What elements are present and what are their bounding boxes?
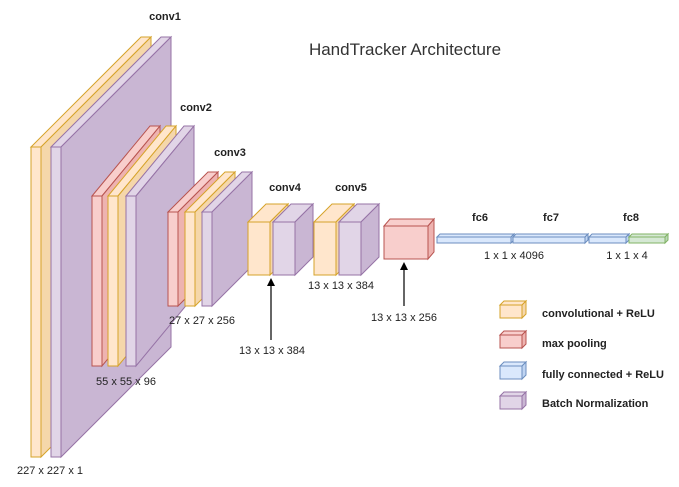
conv2-bn-block-front [125, 195, 137, 367]
dim-conv2: 55 x 55 x 96 [96, 376, 156, 388]
conv2-pool-block-front [91, 195, 103, 367]
conv5-bn-block [337, 202, 381, 277]
conv1-bn-block-front [50, 146, 62, 458]
legend-swatch-fc [498, 360, 528, 381]
label-fc7: fc7 [543, 212, 559, 224]
pool5-arrow [400, 262, 408, 306]
legend-swatch-conv-front [499, 304, 523, 319]
conv3-conv-block-front [184, 211, 196, 307]
fc6-block [435, 232, 516, 245]
pool5-block-front [383, 225, 429, 260]
legend-swatch-bn-front [499, 395, 523, 410]
legend-swatch-pool [498, 329, 528, 350]
conv4-bn-block-front [272, 221, 296, 276]
pointer-arrows [267, 262, 408, 340]
label-conv3: conv3 [214, 147, 246, 159]
conv3-bn-block [200, 170, 254, 308]
legend-label-fc: fully connected + ReLU [542, 369, 664, 381]
label-conv4: conv4 [269, 182, 302, 194]
dim-conv5: 13 x 13 x 384 [308, 280, 374, 292]
fc7b-block-front [588, 236, 627, 244]
conv2-conv-block-front [107, 195, 119, 367]
dim-fc8: 1 x 1 x 4 [606, 250, 648, 262]
label-conv1: conv1 [149, 11, 181, 23]
dim-pool5: 13 x 13 x 256 [371, 312, 437, 324]
legend-label-pool: max pooling [542, 338, 607, 350]
label-conv5: conv5 [335, 182, 367, 194]
dim-input: 227 x 227 x 1 [17, 465, 83, 477]
conv3-pool-block-front [167, 211, 179, 307]
layer-blocks [29, 35, 670, 459]
fc8-block-front [628, 236, 666, 244]
pool5-block [382, 217, 436, 261]
dim-conv4: 13 x 13 x 384 [239, 345, 305, 357]
conv5-conv-block-front [313, 221, 337, 276]
pool5-block-top [382, 218, 436, 227]
fc7-block [511, 232, 590, 245]
conv3-bn-block-front [201, 211, 213, 307]
conv4-conv-block-front [247, 221, 271, 276]
legend-swatch-conv [498, 299, 528, 320]
legend-swatch-bn [498, 390, 528, 411]
fc8-block [627, 232, 670, 245]
diagram-title: HandTracker Architecture [309, 40, 501, 59]
legend-label-conv: convolutional + ReLU [542, 308, 655, 320]
conv1-conv-block-front [30, 146, 42, 458]
legend-label-bn: Batch Normalization [542, 398, 649, 410]
fc6-block-front [436, 236, 512, 244]
fc7b-block [587, 232, 631, 245]
label-conv2: conv2 [180, 102, 212, 114]
legend-swatch-fc-front [499, 365, 523, 380]
legend: convolutional + ReLU max pooling fully c… [498, 299, 664, 411]
conv2-bn-block [124, 124, 196, 368]
fc7-block-front [512, 236, 586, 244]
dim-fc7: 1 x 1 x 4096 [484, 250, 544, 262]
conv4-arrow [267, 278, 275, 340]
conv4-bn-block [271, 202, 315, 277]
label-fc6: fc6 [472, 212, 488, 224]
dim-conv3: 27 x 27 x 256 [169, 315, 235, 327]
label-fc8: fc8 [623, 212, 639, 224]
legend-swatches [498, 299, 528, 411]
legend-swatch-pool-front [499, 334, 523, 349]
pool5-block-side [427, 217, 435, 261]
conv5-bn-block-front [338, 221, 362, 276]
